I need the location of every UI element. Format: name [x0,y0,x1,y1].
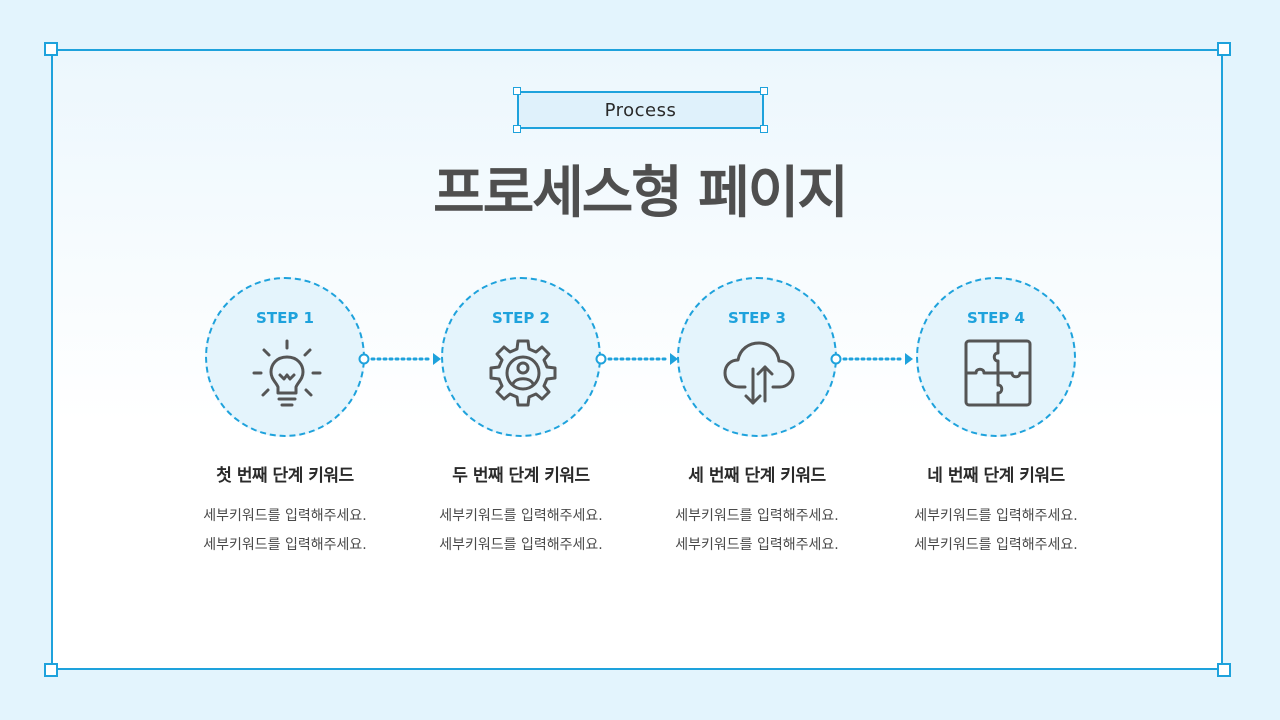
step-2: STEP 2 두 번째 단계 키워드 세부키워드를 입력해주세요. 세부키워드를… [401,277,641,560]
process-tag-label: Process [604,99,677,121]
tag-handle-bottom-right[interactable] [760,125,768,133]
step-circle: STEP 3 [677,277,837,437]
frame-handle-top-right[interactable] [1217,42,1231,56]
step-circle: STEP 2 [441,277,601,437]
step-1: STEP 1 첫 번째 단계 키워드 세부키워드를 입력해주세요. 세부키워드를… [165,277,405,560]
step-keyword: 세 번째 단계 키워드 [688,466,826,486]
page-title: 프로세스형 페이지 [433,161,849,226]
step-keyword: 두 번째 단계 키워드 [452,466,590,486]
step-circle: STEP 1 [205,277,365,437]
frame-handle-top-left[interactable] [44,42,58,56]
step-label: STEP 3 [728,309,786,327]
step-desc-line: 세부키워드를 입력해주세요. [203,508,367,524]
step-4: STEP 4 네 번째 단계 키워드 세부키워드를 입력해주세요. 세부키워드를… [876,277,1116,560]
step-desc-line: 세부키워드를 입력해주세요. [439,508,603,524]
step-desc-line: 세부키워드를 입력해주세요. [675,537,839,553]
frame-handle-bottom-left[interactable] [44,663,58,677]
tag-handle-top-right[interactable] [760,87,768,95]
lightbulb-icon [252,339,322,407]
connector-arrow-1 [358,353,441,365]
cloud-sync-icon [723,341,795,405]
step-keyword: 네 번째 단계 키워드 [927,466,1065,486]
step-desc-line: 세부키워드를 입력해주세요. [914,537,1078,553]
step-desc-line: 세부키워드를 입력해주세요. [675,508,839,524]
connector-arrow-3 [830,353,913,365]
connector-arrow-2 [595,353,678,365]
process-tag: Process [517,91,764,129]
step-desc-line: 세부키워드를 입력해주세요. [439,537,603,553]
gear-user-icon [489,339,557,407]
step-desc-line: 세부키워드를 입력해주세요. [203,537,367,553]
step-circle: STEP 4 [916,277,1076,437]
puzzle-icon [964,339,1032,407]
step-label: STEP 4 [967,309,1025,327]
step-keyword: 첫 번째 단계 키워드 [216,466,354,486]
tag-handle-top-left[interactable] [513,87,521,95]
tag-handle-bottom-left[interactable] [513,125,521,133]
step-3: STEP 3 세 번째 단계 키워드 세부키워드를 입력해주세요. 세부키워드를… [637,277,877,560]
step-desc-line: 세부키워드를 입력해주세요. [914,508,1078,524]
frame-handle-bottom-right[interactable] [1217,663,1231,677]
step-label: STEP 2 [492,309,550,327]
step-label: STEP 1 [256,309,314,327]
